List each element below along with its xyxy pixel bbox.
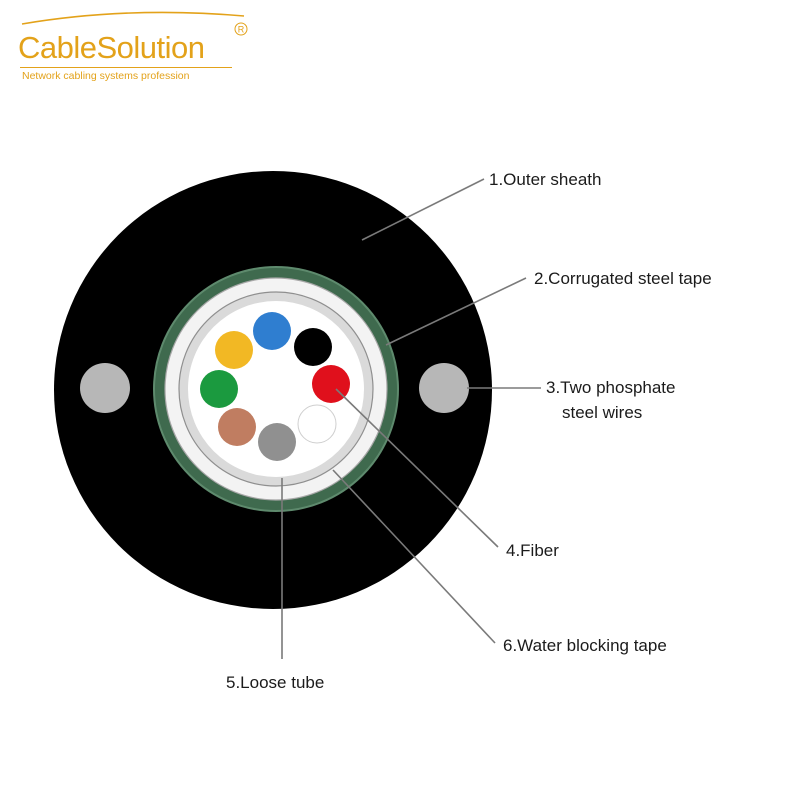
- label-loose-tube: 5.Loose tube: [226, 673, 324, 692]
- leader-line-corrugated-steel-tape: [385, 277, 527, 346]
- yellow-fiber: [215, 331, 253, 369]
- registered-mark: R: [234, 22, 248, 39]
- brand-name: CableSolution: [18, 30, 205, 65]
- brand-tagline: Network cabling systems profession: [22, 70, 190, 82]
- logo-rule: [20, 67, 232, 68]
- label-outer-sheath: 1.Outer sheath: [489, 170, 601, 189]
- corrugated-steel-tape-ridge: [153, 266, 399, 512]
- green-fiber: [200, 370, 238, 408]
- black-fiber: [294, 328, 332, 366]
- brand-logo: CableSolution R Network cabling systems …: [18, 8, 248, 82]
- label-water-blocking-tape: 6.Water blocking tape: [503, 636, 667, 655]
- brown-fiber: [218, 408, 256, 446]
- leader-line-fiber: [335, 388, 499, 548]
- label-phosphate-steel-wires-line2: steel wires: [562, 403, 642, 422]
- logo-swoosh-graphic: [21, 11, 245, 25]
- leader-line-water-blocking-tape: [332, 469, 496, 644]
- leader-line-outer-sheath: [361, 178, 485, 241]
- steel-wire-left: [80, 363, 130, 413]
- gray-fiber: [258, 423, 296, 461]
- svg-text:R: R: [238, 25, 245, 35]
- water-blocking-tape-edge: [164, 277, 388, 501]
- label-phosphate-steel-wires-line1: 3.Two phosphate: [546, 378, 675, 397]
- white-fiber: [297, 404, 337, 444]
- label-corrugated-steel-tape: 2.Corrugated steel tape: [534, 269, 712, 288]
- steel-wire-right: [419, 363, 469, 413]
- blue-fiber: [253, 312, 291, 350]
- label-fiber: 4.Fiber: [506, 541, 559, 560]
